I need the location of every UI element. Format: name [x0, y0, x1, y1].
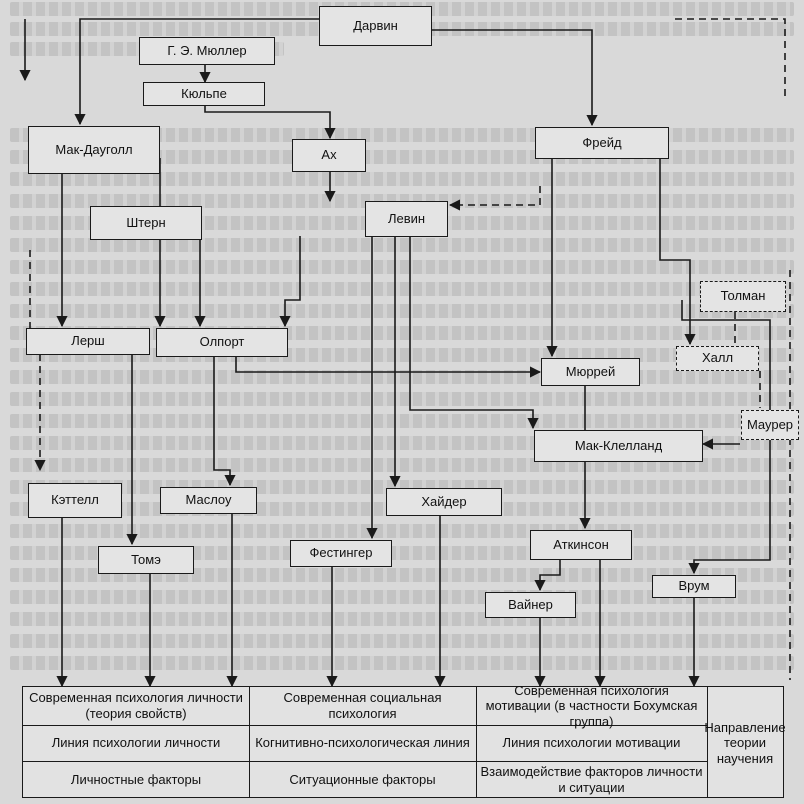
node-freud: Фрейд	[535, 127, 669, 159]
node-kulpe: Кюльпе	[143, 82, 265, 106]
edge-darwin-freud	[432, 29, 598, 127]
node-lewin: Левин	[365, 201, 448, 237]
edge-kulpe-ach	[204, 106, 336, 140]
table-col2-head: Современная социальная психология	[283, 690, 442, 721]
edge-tolman-vroom	[681, 300, 771, 575]
node-stern: Штерн	[90, 206, 202, 240]
edge-dashed-mcdougall-lewin	[29, 250, 40, 331]
node-heider: Хайдер	[386, 488, 502, 516]
edge-darwin-mcdougall	[74, 18, 320, 126]
node-allport: Олпорт	[156, 328, 288, 357]
node-lersh: Лерш	[26, 328, 150, 355]
table-col2-line: Когнитивно-психологическая линия	[255, 735, 470, 751]
node-hull: Халл	[676, 346, 759, 371]
node-tolman: Толман	[700, 281, 786, 312]
table-col1-factor: Личностные факторы	[70, 772, 202, 788]
node-vroom: Врум	[652, 575, 736, 598]
table-col1-head: Современная психология личности (теория …	[29, 690, 243, 721]
node-weiner: Вайнер	[485, 592, 576, 618]
edge-dashed-freud-lewin	[448, 186, 541, 211]
node-darwin: Дарвин	[319, 6, 432, 46]
edge-dashed-top-right	[675, 18, 786, 100]
table-col3-factor: Взаимодействие факторов личности и ситуа…	[480, 764, 703, 795]
node-muller: Г. Э. Мюллер	[139, 37, 275, 65]
table-col2-factor: Ситуационные факторы	[289, 772, 436, 788]
edge-allport-maslow	[213, 357, 236, 487]
node-mcclelland: Мак-Клелланд	[534, 430, 703, 462]
node-mowrer: Маурер	[741, 410, 799, 440]
table-col3-line: Линия психологии мотивации	[502, 735, 681, 751]
node-mcdougall: Мак-Дауголл	[28, 126, 160, 174]
node-cattell: Кэттелл	[28, 483, 122, 518]
edge-allport-murray	[235, 357, 542, 378]
edge-lewin-mcclelland	[409, 237, 539, 430]
table-col3-head: Современная психология мотивации (в част…	[485, 682, 698, 729]
edge-lewin-allport	[279, 236, 301, 328]
node-ach: Ах	[292, 139, 366, 172]
edge-atkinson-weiner	[534, 560, 561, 592]
node-maslow: Маслоу	[160, 487, 257, 514]
edge-freud-hull	[659, 159, 696, 346]
node-thomae: Томэ	[98, 546, 194, 574]
table-col1-line: Линия психологии личности	[51, 735, 221, 751]
node-murray: Мюррей	[541, 358, 640, 386]
summary-table: Современная психология личности (теория …	[22, 682, 786, 798]
node-festinger: Фестингер	[290, 540, 392, 567]
table-col4-note: Направление теории научения	[704, 719, 786, 766]
node-atkinson: Аткинсон	[530, 530, 632, 560]
